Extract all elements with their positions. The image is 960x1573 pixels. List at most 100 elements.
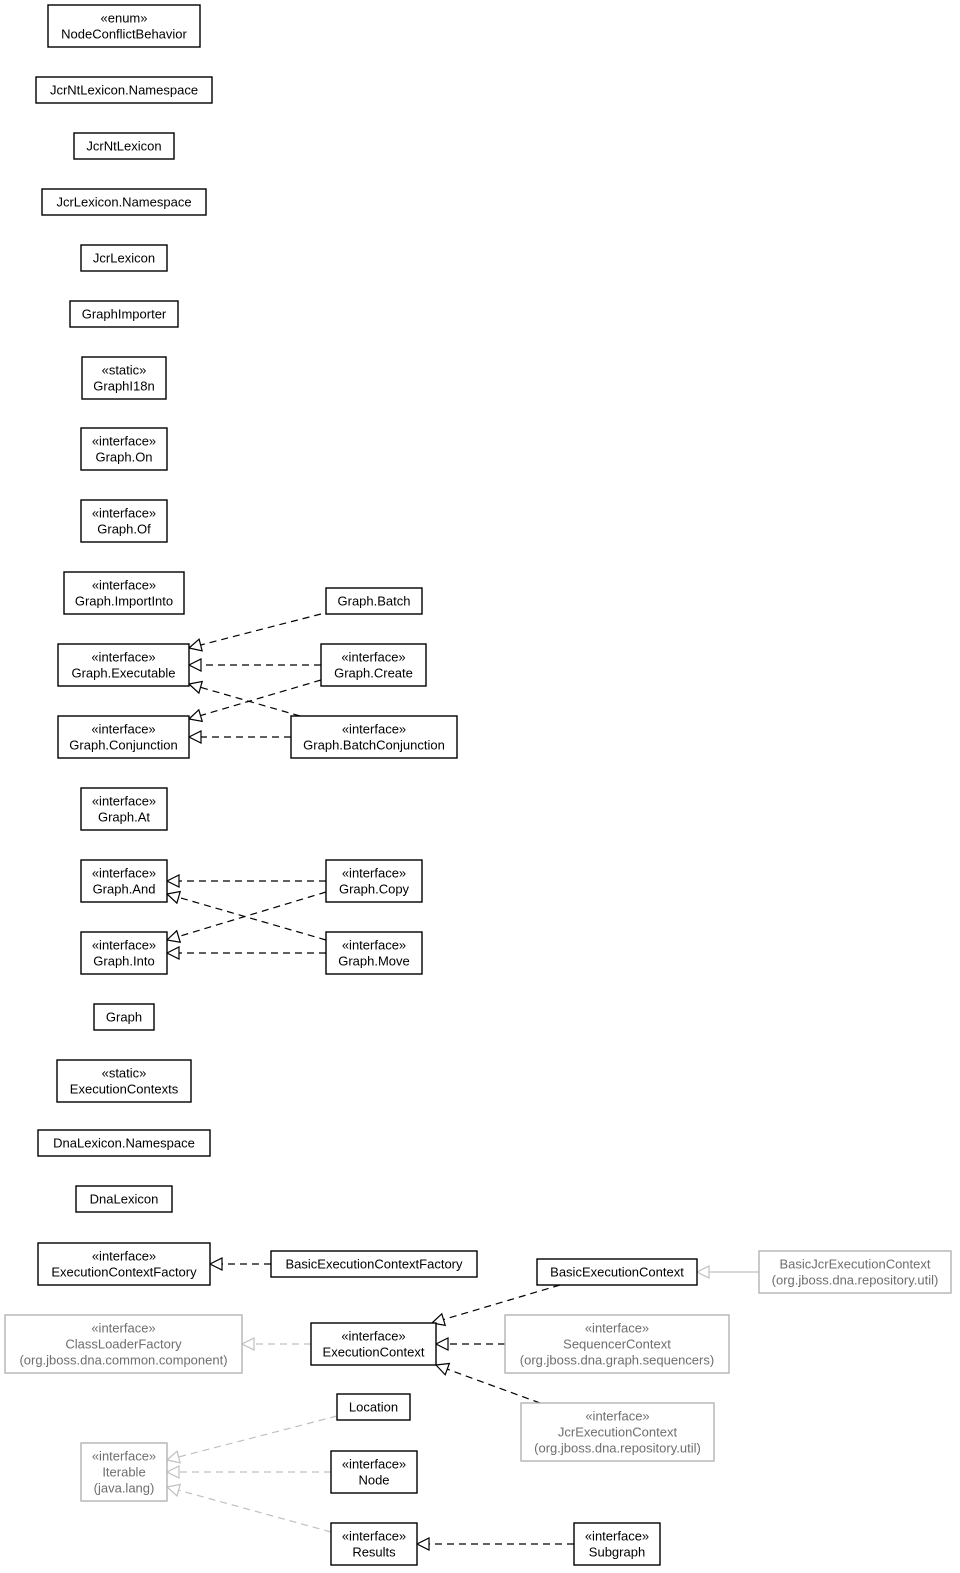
class-node-graph-i18n: «static»GraphI18n (81, 356, 167, 400)
class-box (37, 1242, 211, 1286)
class-stereotype: «interface» (92, 434, 156, 449)
class-box (93, 1003, 155, 1031)
class-stereotype: «enum» (101, 11, 148, 26)
class-stereotype: «interface» (342, 1457, 406, 1472)
class-box (81, 356, 167, 400)
class-node-basic-execution-context-factory: BasicExecutionContextFactory (270, 1250, 478, 1278)
class-node-node: «interface»Node (330, 1450, 418, 1494)
class-stereotype: «interface» (92, 938, 156, 953)
class-stereotype: «interface» (92, 866, 156, 881)
class-stereotype: «interface» (92, 506, 156, 521)
class-box (520, 1402, 715, 1462)
class-node-graph-and: «interface»Graph.And (80, 859, 168, 903)
class-node-results: «interface»Results (330, 1522, 418, 1566)
edge-graph-move-to-graph-into (165, 946, 326, 960)
class-stereotype: «interface» (91, 1321, 155, 1336)
class-stereotype: «static» (102, 363, 147, 378)
class-box (69, 300, 179, 328)
class-name: JcrNtLexicon.Namespace (50, 83, 198, 98)
realization-line (443, 1284, 561, 1321)
class-name: ClassLoaderFactory (65, 1337, 182, 1352)
edge-graph-create-to-graph-conjunction (187, 679, 322, 723)
class-node-dna-lexicon-namespace: DnaLexicon.Namespace (37, 1129, 211, 1157)
class-node-jcr-execution-context: «interface»JcrExecutionContext(org.jboss… (520, 1402, 715, 1462)
hollow-triangle-arrowhead (165, 929, 182, 944)
class-stereotype: «static» (102, 1066, 147, 1081)
class-box (80, 499, 168, 543)
edge-subgraph-to-results (415, 1537, 574, 1551)
realization-line (178, 896, 327, 941)
class-name: BasicExecutionContext (550, 1265, 684, 1280)
class-box (47, 4, 201, 48)
edge-layer (165, 613, 759, 1551)
class-name: JcrExecutionContext (558, 1425, 678, 1440)
class-name: GraphImporter (82, 307, 167, 322)
class-name: SequencerContext (563, 1337, 671, 1352)
class-box (320, 643, 427, 687)
class-stereotype: «interface» (92, 794, 156, 809)
hollow-triangle-arrowhead (434, 1362, 451, 1376)
class-box (325, 859, 423, 903)
class-stereotype: «interface» (91, 722, 155, 737)
class-name: Graph.Of (97, 522, 151, 537)
class-node-graph-importer: GraphImporter (69, 300, 179, 328)
class-stereotype: «interface» (342, 722, 406, 737)
class-name: Graph.Executable (71, 666, 175, 681)
class-name: Graph (106, 1010, 142, 1025)
hollow-triangle-arrowhead (415, 1537, 430, 1551)
class-box (80, 787, 168, 831)
edge-graph-batch-conjunction-to-graph-executable (187, 680, 301, 717)
class-node-graph: Graph (93, 1003, 155, 1031)
class-node-graph-of: «interface»Graph.Of (80, 499, 168, 543)
class-name: Graph.And (93, 882, 156, 897)
class-node-graph-create: «interface»Graph.Create (320, 643, 427, 687)
class-node-jcr-lexicon-namespace: JcrLexicon.Namespace (41, 188, 207, 216)
class-name: DnaLexicon (90, 1192, 159, 1207)
class-box (336, 1393, 411, 1421)
class-box (73, 132, 175, 160)
class-box (573, 1522, 661, 1566)
class-node-graph-executable: «interface»Graph.Executable (57, 643, 190, 687)
edge-graph-create-to-graph-executable (187, 658, 321, 672)
hollow-triangle-arrowhead (208, 1257, 223, 1271)
class-node-graph-batch-conjunction: «interface»Graph.BatchConjunction (290, 715, 458, 759)
class-box (4, 1314, 243, 1374)
class-name: Node (358, 1473, 389, 1488)
class-box (536, 1258, 698, 1286)
class-name: BasicExecutionContextFactory (285, 1257, 463, 1272)
node-layer: «enum»NodeConflictBehaviorJcrNtLexicon.N… (4, 4, 952, 1566)
hollow-triangle-arrowhead (240, 1337, 255, 1351)
edge-graph-batch-conjunction-to-graph-conjunction (187, 730, 291, 744)
class-node-subgraph: «interface»Subgraph (573, 1522, 661, 1566)
class-node-jcr-nt-lexicon-namespace: JcrNtLexicon.Namespace (35, 76, 213, 104)
class-package: (org.jboss.dna.repository.util) (772, 1273, 939, 1288)
class-name: Location (349, 1400, 398, 1415)
hollow-triangle-arrowhead (695, 1265, 710, 1279)
hollow-triangle-arrowhead (187, 638, 203, 652)
class-box (57, 715, 190, 759)
class-stereotype: «interface» (585, 1321, 649, 1336)
hollow-triangle-arrowhead (165, 1483, 181, 1498)
class-package: (java.lang) (94, 1481, 155, 1496)
class-box (310, 1322, 437, 1366)
class-box (270, 1250, 478, 1278)
realization-line (178, 1415, 338, 1458)
class-box (325, 587, 423, 615)
hollow-triangle-arrowhead (165, 1450, 181, 1464)
edge-execution-context-to-class-loader-factory (240, 1337, 311, 1351)
edge-basic-jcr-execution-context-to-basic-execution-context (695, 1265, 759, 1279)
class-node-graph-move: «interface»Graph.Move (325, 931, 423, 975)
hollow-triangle-arrowhead (165, 874, 180, 888)
hollow-triangle-arrowhead (434, 1337, 449, 1351)
class-name: JcrLexicon (93, 251, 155, 266)
class-node-execution-context: «interface»ExecutionContext (310, 1322, 437, 1366)
class-stereotype: «interface» (585, 1409, 649, 1424)
class-node-basic-jcr-execution-context: BasicJcrExecutionContext(org.jboss.dna.r… (758, 1250, 952, 1294)
class-node-sequencer-context: «interface»SequencerContext(org.jboss.dn… (504, 1314, 730, 1374)
class-box (56, 1059, 192, 1103)
class-box (80, 859, 168, 903)
hollow-triangle-arrowhead (187, 658, 202, 672)
class-box (80, 244, 168, 272)
class-box (37, 1129, 211, 1157)
